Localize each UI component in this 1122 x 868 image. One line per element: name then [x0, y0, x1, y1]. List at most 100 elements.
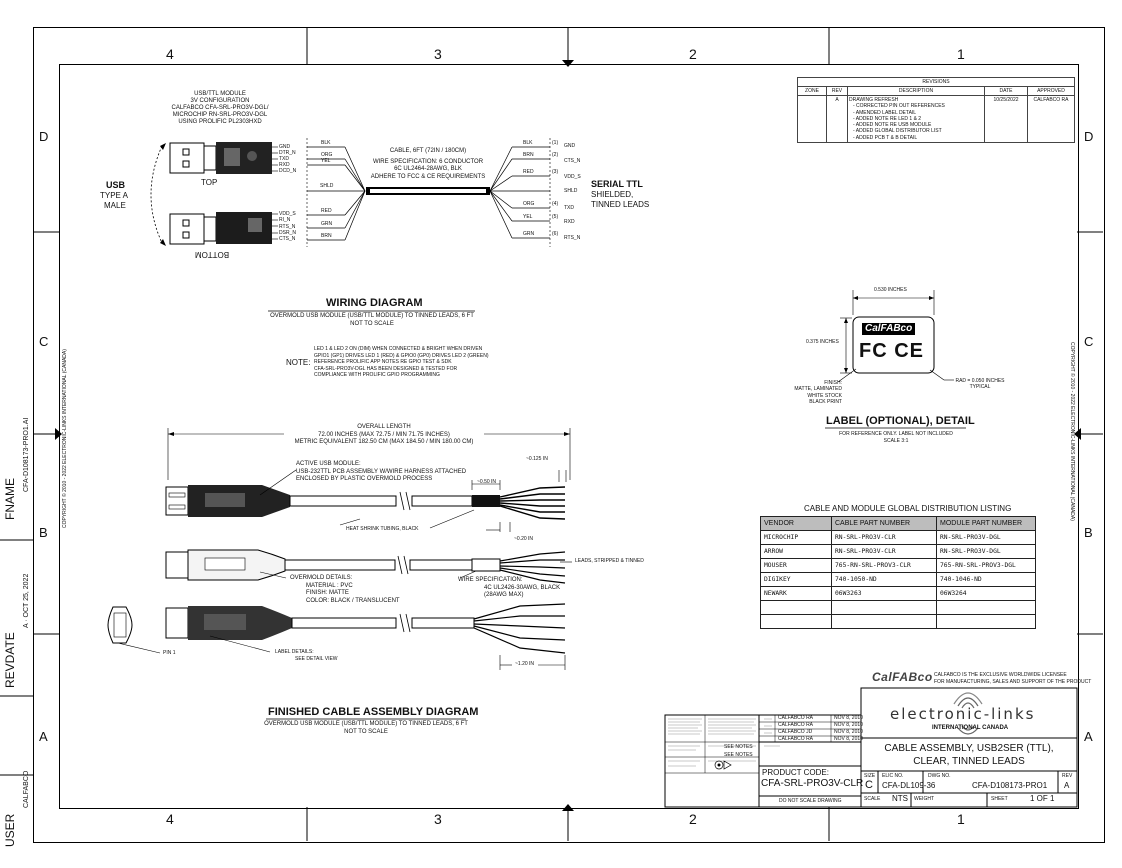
- pin-label: DTR_N: [279, 150, 296, 156]
- dist-header-module: MODULE PART NUMBER: [936, 516, 1036, 531]
- drawing-title: CABLE ASSEMBLY, USB2SER (TTL), CLEAR, TI…: [861, 743, 1077, 768]
- radius-line: TYPICAL: [969, 384, 991, 391]
- module-pn-cell: [936, 614, 1036, 629]
- approval-date: NOV 8, 2010: [834, 729, 863, 735]
- do-not-scale: DO NOT SCALE DRAWING: [779, 798, 842, 804]
- outer-border: [33, 27, 1105, 843]
- dim-0125: ~0.125 IN: [526, 456, 548, 462]
- rev-desc-line: - ADDED PCB T & B DETAIL: [853, 134, 918, 141]
- label-details-line: LABEL DETAILS:: [275, 649, 314, 655]
- zone-col-1-bottom: 1: [957, 811, 965, 827]
- zone-col-3-top: 3: [434, 46, 442, 62]
- zone-row-c-left: C: [39, 334, 49, 349]
- pin-label: DSR_N: [279, 229, 296, 236]
- rev-approved: CALFABCO RA: [1027, 95, 1075, 143]
- scale-value: NTS: [892, 794, 908, 803]
- approval-date: NOV 8, 2010: [834, 722, 863, 728]
- wire-label: BRN: [321, 233, 332, 239]
- note-label: NOTE:: [286, 358, 311, 367]
- dim-120: ~1.20 IN: [515, 661, 535, 667]
- dist-header-vendor: VENDOR: [760, 516, 832, 531]
- wire-spec-line: (28AWG MAX): [484, 592, 524, 598]
- label-height-dim: 0.375 INCHES: [806, 339, 839, 345]
- company-logo: electronic-links: [890, 705, 1036, 723]
- elic-label: ELIC NO.: [882, 773, 904, 779]
- serial-ttl-title: SERIAL TTL: [591, 179, 643, 189]
- radius-line: RAD = 0.050 INCHES: [955, 378, 1005, 384]
- note-line: GPIO1 (GP1) DRIVES LED 1 (RED) & GPIO0 (…: [314, 352, 489, 359]
- module-title: USB/TTL MODULE 3V CONFIGURATION CALFABCO…: [160, 91, 280, 125]
- active-module-line: ACTIVE USB MODULE:: [296, 461, 361, 467]
- right-pin-signal: RXD: [564, 219, 575, 225]
- right-pin-num: (3): [552, 169, 559, 175]
- drawing-title-line: CABLE ASSEMBLY, USB2SER (TTL),: [884, 743, 1054, 754]
- module-title-line: 3V CONFIGURATION: [190, 97, 250, 104]
- approval-name: CALFABCO JD: [778, 729, 813, 735]
- pin-label: VDD_S: [279, 211, 296, 217]
- approval-name: CALFABCO RA: [778, 715, 814, 721]
- zone-col-2-bottom: 2: [689, 811, 697, 827]
- shld-label-left: SHLD: [320, 183, 334, 189]
- zone-row-b-right: B: [1084, 525, 1093, 540]
- wire-label: GRN: [321, 221, 333, 227]
- finish-line: WHITE STOCK: [807, 392, 842, 399]
- module-title-line: USB/TTL MODULE: [194, 91, 246, 97]
- zone-col-1-top: 1: [957, 46, 965, 62]
- weight-label: WEIGHT: [914, 796, 934, 802]
- rev-desc-line: DRAWING REFRESH: [849, 97, 899, 103]
- approval-date: NOV 8, 2010: [834, 715, 863, 721]
- dwg-label: DWG NO.: [928, 773, 951, 779]
- zone-row-b-left: B: [39, 525, 48, 540]
- note-line: REFERENCE PROLIFIC APP NOTES RE GPIO TES…: [314, 359, 452, 365]
- label-width-dim: 0.530 INCHES: [874, 287, 907, 293]
- active-module-line: ENCLOSED BY PLASTIC OVERMOLD PROCESS: [296, 476, 433, 482]
- pin-label: CTS_N: [279, 236, 296, 243]
- label-detail-title: LABEL (OPTIONAL), DETAIL: [826, 415, 975, 427]
- scale-label: SCALE: [864, 796, 881, 802]
- product-code-label: PRODUCT CODE:: [762, 768, 829, 777]
- pin-label: GND: [279, 144, 291, 150]
- wiring-diagram-sub: OVERMOLD USB MODULE (USB/TTL MODULE) TO …: [262, 313, 482, 328]
- rev-description: DRAWING REFRESH - CORRECTED PIN OUT REFE…: [847, 95, 985, 143]
- label-details-line: SEE DETAIL VIEW: [295, 655, 338, 662]
- pin-label: RXD: [279, 162, 290, 168]
- licensee-logo: CalFABco: [872, 670, 933, 684]
- right-pin-num: (6): [552, 231, 559, 237]
- table-row: [760, 614, 1036, 629]
- overmold-line: FINISH: MATTE: [306, 590, 349, 596]
- wire-label: ORG: [321, 152, 333, 158]
- rev-value: A: [1064, 781, 1070, 790]
- serial-ttl-sub: SHIELDED,: [591, 190, 634, 199]
- assembly-sub: OVERMOLD USB MODULE (USB/TTL MODULE) TO …: [256, 721, 476, 736]
- rev-desc-line: - AMENDED LABEL DETAIL: [853, 109, 917, 116]
- right-pin-num: (4): [552, 201, 559, 207]
- zone-row-a-right: A: [1084, 729, 1093, 744]
- serial-ttl-sub: TINNED LEADS: [591, 200, 650, 209]
- licensee-line: CALFABCO IS THE EXCLUSIVE WORLDWIDE LICE…: [934, 672, 1067, 678]
- label-brand-logo: CalFABco: [862, 323, 916, 335]
- rev-label: REV: [1062, 773, 1073, 779]
- dim-020: ~0.20 IN: [514, 536, 534, 542]
- pin-label: RTS_N: [279, 223, 296, 230]
- wire-spec-line: WIRE SPECIFICATION:: [458, 577, 523, 583]
- zone-row-d-left: D: [39, 129, 49, 144]
- right-wire-color: BLK: [523, 140, 533, 146]
- cable-spec: CABLE, 6FT (72IN / 180CM) WIRE SPECIFICA…: [358, 148, 498, 181]
- sub-line: OVERMOLD USB MODULE (USB/TTL MODULE) TO …: [264, 721, 468, 727]
- zone-col-3-bottom: 3: [434, 811, 442, 827]
- rev-desc-line: - ADDED GLOBAL DISTRIBUTOR LIST: [853, 128, 942, 135]
- see-notes: SEE NOTES: [724, 752, 753, 758]
- licensee-text: CALFABCO IS THE EXCLUSIVE WORLDWIDE LICE…: [934, 672, 1091, 685]
- approval-date: NOV 8, 2010: [834, 736, 863, 742]
- note-line: COMPLIANCE WITH PROLIFIC GPIO PROGRAMMIN…: [314, 372, 440, 378]
- revisions-table: REVISIONS ZONE REV DESCRIPTION DATE APPR…: [797, 77, 1075, 143]
- pin1-label: PIN 1: [163, 650, 176, 656]
- cable-title: CABLE, 6FT (72IN / 180CM): [389, 148, 467, 154]
- company-sub: INTERNATIONAL CANADA: [932, 725, 1009, 731]
- drawing-title-line: CLEAR, TINNED LEADS: [913, 755, 1025, 767]
- bottom-pin-labels: VDD_S RI_N RTS_N DSR_N CTS_N: [279, 211, 296, 242]
- sub-line: NOT TO SCALE: [350, 320, 394, 327]
